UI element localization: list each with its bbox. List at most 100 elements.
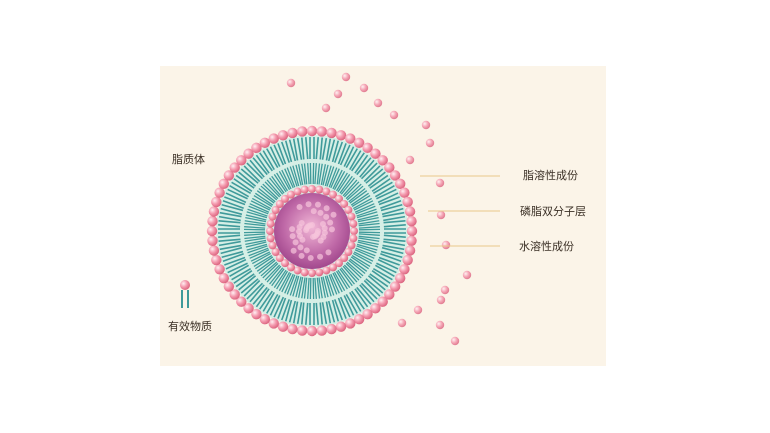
outer-tail — [331, 299, 340, 322]
inner-tail — [248, 247, 269, 257]
outer-head — [389, 170, 401, 181]
free-particle — [421, 120, 431, 130]
inner-tail — [269, 177, 284, 195]
outer-tail — [339, 296, 351, 318]
outer-tail — [365, 278, 384, 294]
inner-tail — [273, 269, 287, 288]
outer-tail — [319, 137, 323, 160]
outer-tail — [224, 196, 246, 206]
free-particle — [440, 285, 450, 295]
outer-tail — [381, 246, 404, 255]
inner-tail — [358, 220, 380, 225]
outer-tail — [349, 150, 362, 171]
outer-tail — [280, 299, 291, 321]
inner-head — [281, 259, 290, 268]
inner-tail — [244, 235, 266, 240]
inner-tail — [245, 241, 267, 248]
free-particle — [405, 155, 415, 165]
outer-tail — [382, 244, 405, 251]
inner-tail — [316, 163, 321, 185]
inner-tail — [307, 163, 310, 185]
inner-tail — [340, 177, 355, 195]
outer-head — [306, 125, 318, 137]
outer-head — [218, 178, 230, 190]
free-particle — [435, 320, 445, 330]
outer-tail — [296, 137, 303, 160]
inner-tail — [250, 200, 271, 211]
inner-tail — [351, 195, 371, 208]
outer-head — [206, 225, 218, 237]
outer-tail — [351, 152, 365, 172]
inner-tail — [255, 256, 274, 270]
core-particle — [290, 247, 297, 254]
outer-tail — [240, 278, 259, 294]
outer-tail — [288, 139, 297, 162]
outer-tail — [321, 302, 328, 325]
inner-tail — [244, 237, 266, 242]
inner-tail — [314, 163, 317, 185]
inner-tail — [333, 271, 346, 292]
outer-tail — [296, 302, 303, 325]
outer-head — [268, 133, 279, 144]
core-particle — [292, 239, 299, 246]
outer-tail — [343, 146, 355, 167]
outer-head — [287, 127, 298, 139]
outer-tail — [327, 139, 336, 162]
inner-tail — [354, 203, 375, 213]
outer-head — [211, 254, 222, 266]
outer-head — [406, 235, 417, 247]
inner-tail — [348, 188, 366, 203]
outer-tail — [351, 290, 365, 310]
inner-tail — [326, 275, 335, 296]
outer-tail — [238, 275, 257, 291]
inner-tail — [350, 256, 369, 270]
inner-tail — [246, 211, 268, 219]
inner-tail — [330, 273, 340, 294]
inner-head — [322, 266, 331, 275]
outer-head — [306, 325, 318, 337]
inner-tail — [326, 166, 335, 187]
inner-tail — [276, 270, 289, 290]
inner-tail — [244, 222, 266, 227]
outer-head — [345, 318, 356, 329]
outer-tail — [356, 157, 372, 176]
outer-tail — [383, 215, 406, 222]
free-particle — [373, 98, 383, 108]
inner-tail — [358, 226, 380, 229]
inner-tail — [297, 164, 304, 186]
core-particle — [289, 226, 296, 233]
outer-tail — [371, 270, 391, 284]
inner-tail — [330, 168, 340, 189]
outer-tail — [382, 211, 405, 218]
outer-head — [207, 215, 218, 227]
inner-head — [287, 263, 295, 272]
inner-tail — [351, 254, 371, 267]
outer-head — [326, 323, 337, 335]
outer-head — [268, 318, 279, 329]
outer-head — [316, 126, 328, 137]
inner-tail — [249, 203, 270, 213]
inner-tail — [343, 264, 360, 281]
inner-tail — [262, 183, 279, 200]
outer-tail — [224, 256, 246, 266]
outer-tail — [383, 220, 406, 224]
outer-tail — [220, 207, 243, 216]
core-particle — [314, 201, 321, 208]
inner-tail — [349, 258, 368, 272]
inner-head — [275, 200, 284, 209]
inner-head — [347, 212, 356, 221]
outer-tail — [269, 146, 281, 167]
outer-head — [362, 142, 373, 154]
inner-tail — [356, 211, 378, 219]
outer-tail — [345, 293, 358, 314]
inner-tail — [322, 276, 329, 298]
outer-tail — [266, 148, 279, 169]
outer-tail — [376, 262, 397, 274]
inner-tail — [318, 163, 323, 185]
inner-tail — [301, 277, 306, 299]
outer-tail — [349, 291, 362, 312]
outer-head — [362, 308, 373, 320]
outer-head — [326, 127, 337, 139]
inner-head — [300, 185, 309, 194]
